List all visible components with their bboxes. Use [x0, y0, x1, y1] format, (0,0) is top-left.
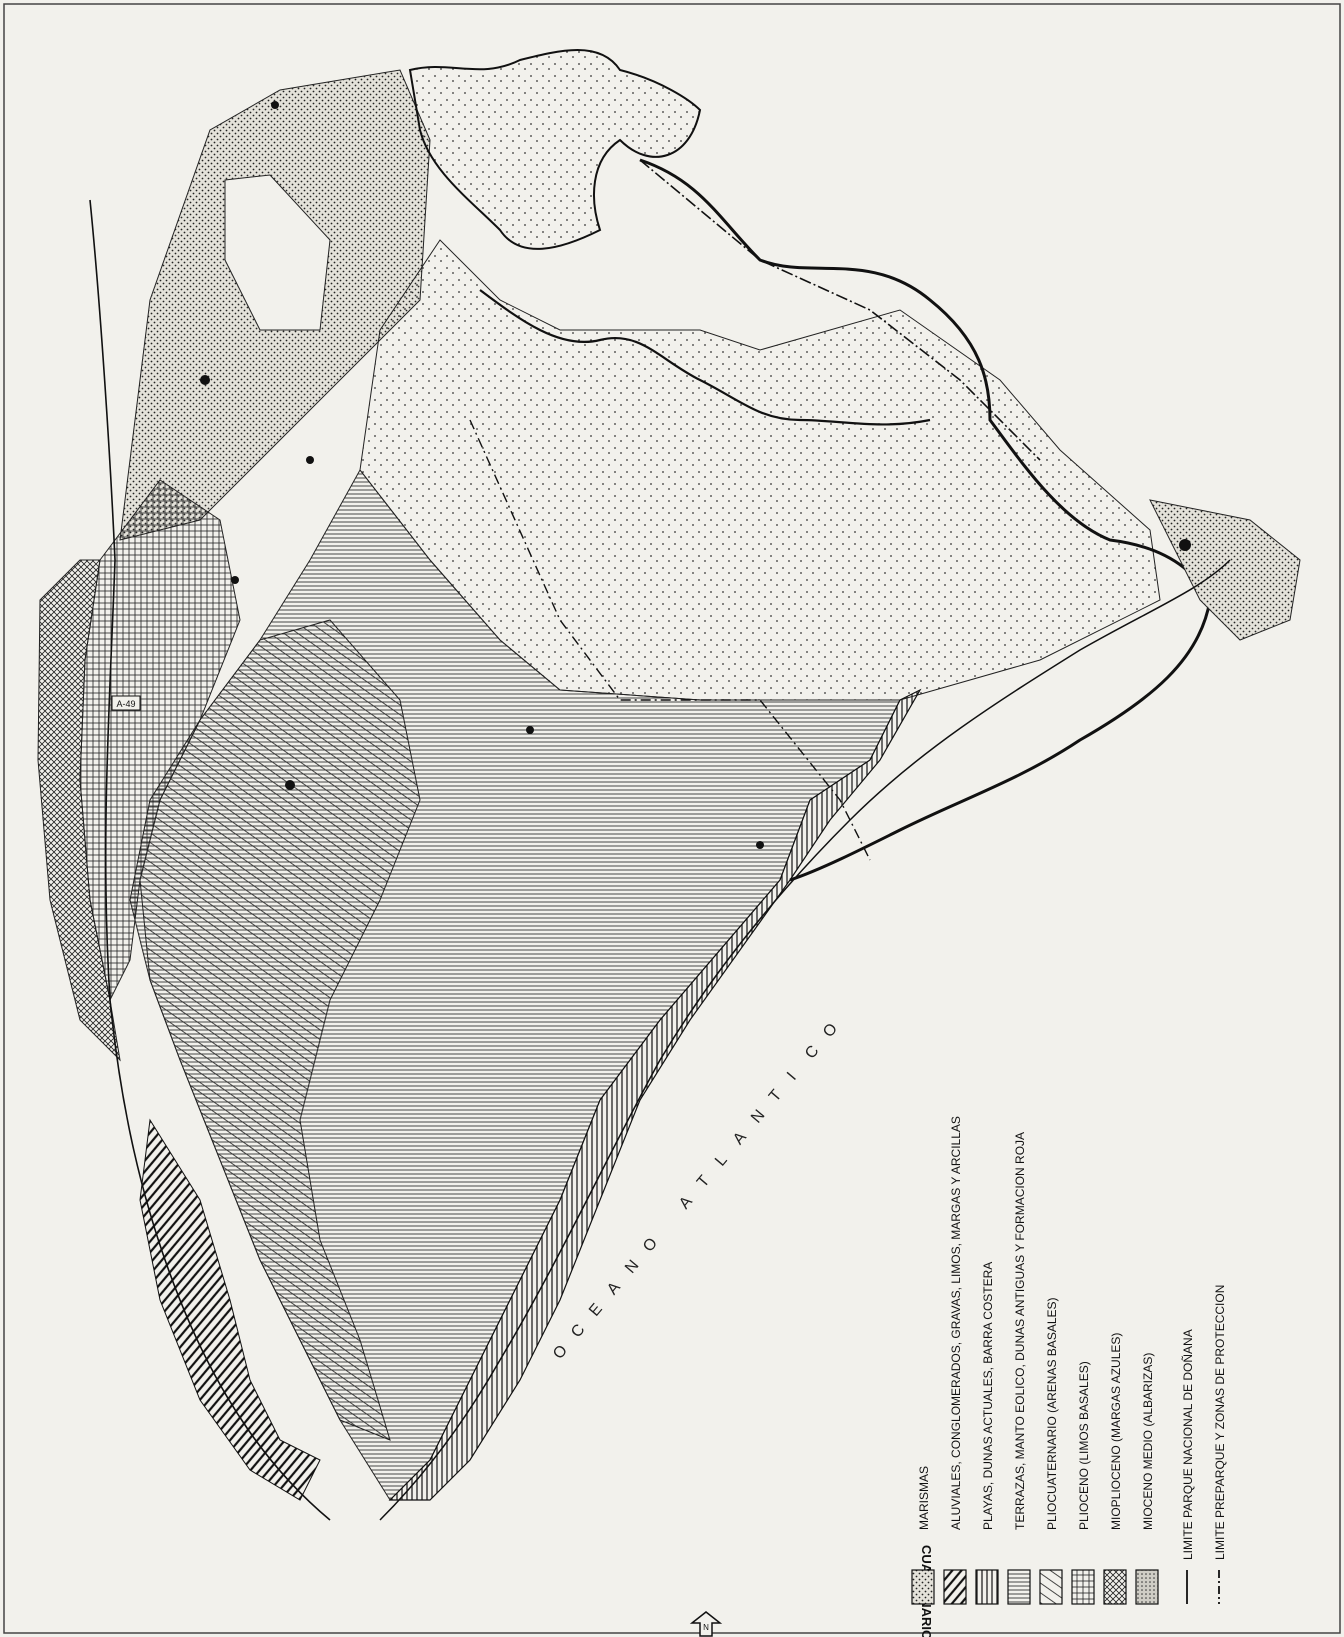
legend-item-label: ALUVIALES, CONGLOMERADOS, GRAVAS, LIMOS,…: [949, 1116, 963, 1530]
park-limit-line: [639, 159, 1041, 461]
beach-strip: [388, 688, 922, 1501]
legend-item-label: MIOCENO MEDIO (ALBARIZAS): [1141, 1353, 1155, 1530]
legend-item-label: MIOPLIOCENO (MARGAS AZULES): [1109, 1333, 1123, 1530]
north-arrow-label: N: [703, 1623, 709, 1632]
legend-swatch: [1039, 1569, 1063, 1605]
legend-swatch: [943, 1569, 967, 1605]
settlement-marker: [231, 576, 239, 584]
map-legend: CUATERNARIOMARISMASALUVIALES, CONGLOMERA…: [911, 1116, 1227, 1637]
road-label-text: A-49: [116, 699, 135, 709]
miopliocene-band: [37, 559, 121, 1062]
settlement-marker: [271, 101, 279, 109]
legend-swatch: [1007, 1569, 1031, 1605]
settlement-marker: [526, 726, 534, 734]
legend-item-label: MARISMAS: [917, 1466, 931, 1530]
settlement-marker: [200, 375, 210, 385]
legend-swatch: [1135, 1569, 1159, 1605]
legend-swatch: [975, 1569, 999, 1605]
river-channel-inner: [479, 289, 931, 426]
legend-swatch: [911, 1569, 935, 1605]
river-channel: [639, 158, 1212, 882]
upper-estuary: [408, 49, 702, 250]
legend-line-label: LIMITE PREPARQUE Y ZONAS DE PROTECCION: [1213, 1285, 1227, 1560]
coastline: [379, 559, 1231, 1521]
settlement-marker: [306, 456, 314, 464]
pliocuaternary-band: [139, 619, 421, 1441]
legend-item-label: PLIOCUATERNARIO (ARENAS BASALES): [1045, 1297, 1059, 1530]
north-arrow-icon: N: [689, 1611, 723, 1637]
legend-swatch: [1071, 1569, 1095, 1605]
settlement-marker: [756, 841, 764, 849]
road-label: A-49: [111, 695, 141, 711]
legend-item-label: TERRAZAS, MANTO EOLICO, DUNAS ANTIGUAS Y…: [1013, 1132, 1027, 1530]
settlement-marker: [285, 780, 295, 790]
preparque-limit-line: [469, 419, 871, 861]
settlement-marker: [1179, 539, 1191, 551]
legend-item-label: PLIOCENO (LIMOS BASALES): [1077, 1361, 1091, 1530]
legend-item-label: PLAYAS, DUNAS ACTUALES, BARRA COSTERA: [981, 1262, 995, 1530]
alluvial-patch: [139, 1118, 321, 1501]
legend-line-label: LIMITE PARQUE NACIONAL DE DOÑANA: [1181, 1329, 1195, 1560]
legend-swatch: [1103, 1569, 1127, 1605]
lagoon-area: [224, 174, 331, 331]
road-line: [89, 199, 331, 1521]
marsh-area-south: [1149, 499, 1301, 641]
